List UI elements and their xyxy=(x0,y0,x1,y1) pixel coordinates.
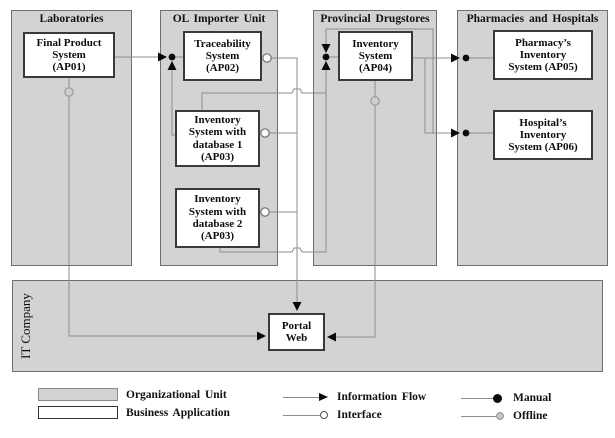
business-application-swatch-icon xyxy=(38,406,118,419)
app-ap02-label: (AP02) xyxy=(206,62,239,75)
interface-circle-icon xyxy=(283,411,329,419)
legend-label-organizational-unit: Organizational Unit xyxy=(126,388,227,401)
app-ap04-label: System xyxy=(358,49,393,62)
app-ap01-label: Final Product xyxy=(36,36,102,49)
legend-label-business-application: Business Application xyxy=(126,406,230,419)
app-ap03-db2-label: System with xyxy=(188,205,247,218)
app-ap01-label: System xyxy=(52,48,86,61)
manual-dot-icon xyxy=(461,393,505,403)
information-flow-arrow-icon xyxy=(283,393,329,401)
gray-circle-icon xyxy=(496,412,504,420)
legend-organizational-unit: Organizational Unit xyxy=(38,388,227,401)
app-ap05-label: Pharmacy’s xyxy=(515,36,571,49)
app-ap03-db2-label: Inventory xyxy=(194,193,241,206)
legend-line xyxy=(461,415,497,417)
legend-label-information-flow: Information Flow xyxy=(337,391,427,403)
app-portal-web-label: Web xyxy=(285,332,308,344)
legend-interface: Interface xyxy=(283,409,382,421)
app-ap05-label: Inventory xyxy=(519,48,567,61)
organizational-unit-swatch-icon xyxy=(38,388,118,401)
section-title-provincial-drugstores: Provincial Drugstores xyxy=(320,13,430,25)
app-ap03-db1-label: Inventory xyxy=(194,113,241,126)
legend-line xyxy=(461,397,494,399)
legend-information-flow: Information Flow xyxy=(283,391,426,403)
offline-dot-icon xyxy=(461,412,505,420)
arrowhead-icon xyxy=(319,393,328,401)
app-ap06-label: System (AP06) xyxy=(508,141,578,154)
legend-label-offline: Offline xyxy=(513,410,548,422)
app-portal-web-label: Portal xyxy=(281,319,312,332)
app-ap02-label: System xyxy=(205,49,240,62)
legend-label-interface: Interface xyxy=(337,409,382,421)
app-ap03-db1-label: (AP03) xyxy=(201,150,234,163)
app-ap01-label: (AP01) xyxy=(52,61,86,74)
section-title-laboratories: Laboratories xyxy=(39,13,104,25)
legend-line xyxy=(283,396,320,398)
filled-circle-icon xyxy=(493,393,502,403)
app-ap03-db1-label: System with xyxy=(188,126,247,139)
app-ap04-label: (AP04) xyxy=(359,62,392,75)
legend-manual: Manual xyxy=(461,392,551,404)
legend-label-manual: Manual xyxy=(513,392,552,404)
open-circle-icon xyxy=(320,411,328,419)
app-ap06-label: Inventory xyxy=(519,128,567,141)
legend-offline: Offline xyxy=(461,410,548,422)
app-ap06-label: Hospital’s xyxy=(519,116,567,129)
app-ap03-db1-label: database 1 xyxy=(192,138,243,151)
section-title-pharmacies-and-hospitals: Pharmacies and Hospitals xyxy=(466,13,599,25)
app-ap04-label: Inventory xyxy=(352,37,399,50)
legend-line xyxy=(283,414,321,416)
legend-business-application: Business Application xyxy=(38,406,230,419)
section-title-it-company: IT Company xyxy=(18,293,33,359)
app-ap03-db2-label: database 2 xyxy=(192,218,243,230)
app-ap05-label: System (AP05) xyxy=(508,61,578,74)
section-title-ol-importer-unit: OL Importer Unit xyxy=(172,13,266,25)
app-ap03-db2-label: (AP03) xyxy=(201,230,234,243)
app-ap02-label: Traceability xyxy=(194,37,251,50)
